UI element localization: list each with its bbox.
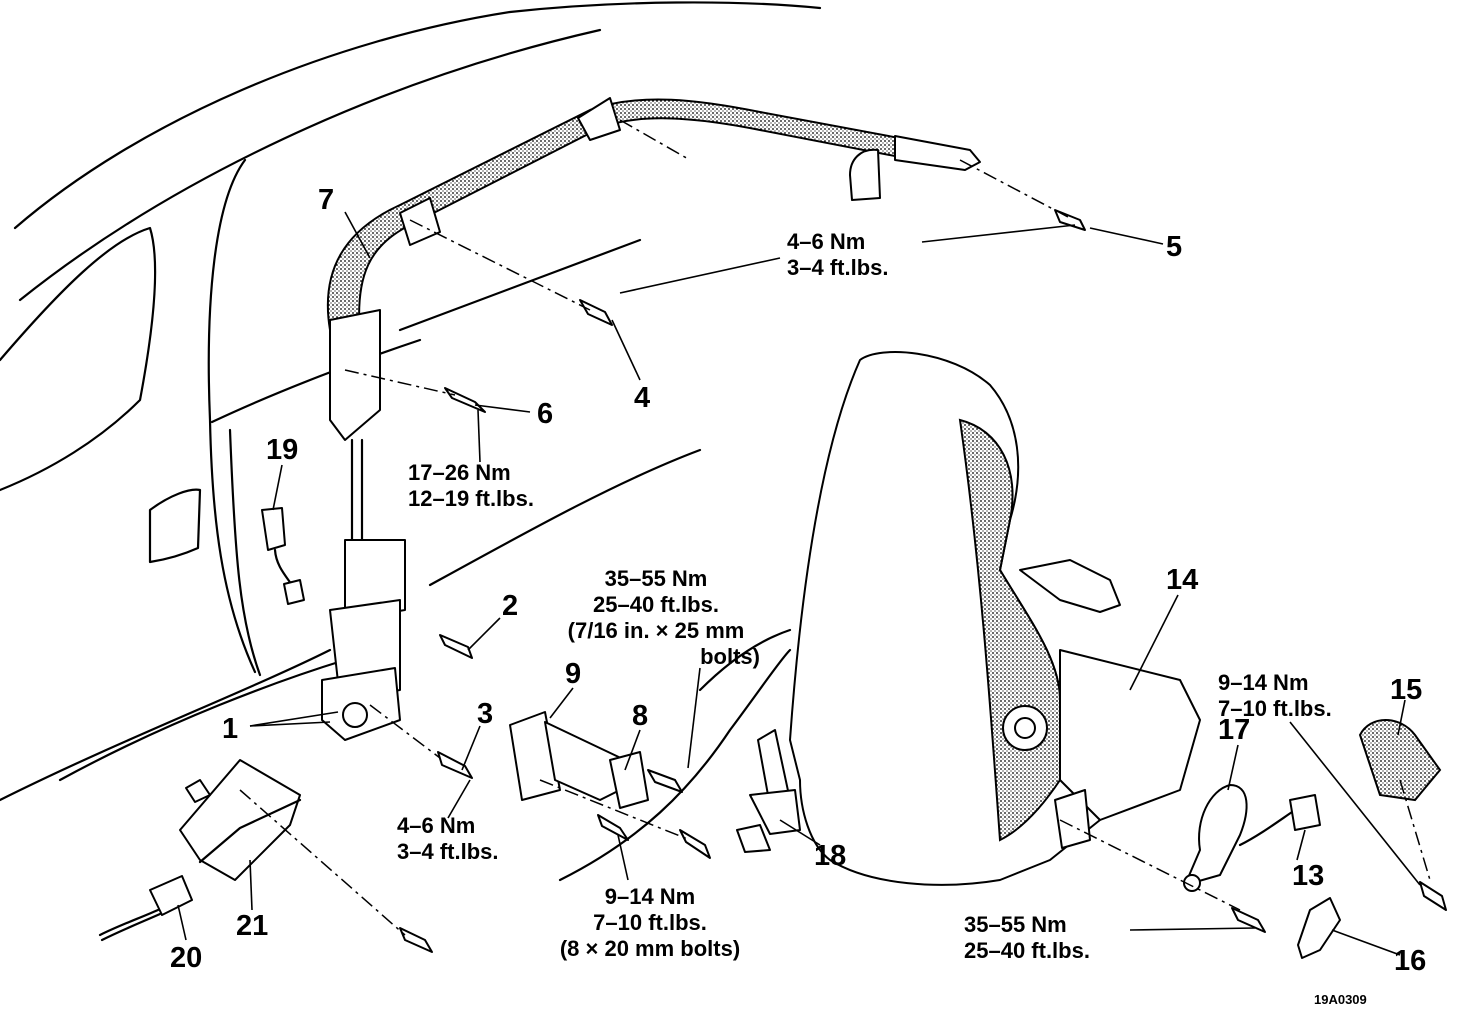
callout-16: 16 (1394, 945, 1427, 977)
bracket-18 (736, 729, 801, 853)
callout-18: 18 (814, 840, 847, 872)
torque-nm: 17–26 Nm (408, 460, 511, 485)
callout-4: 4 (634, 382, 651, 414)
callout-3: 3 (477, 698, 494, 730)
seat-14 (789, 351, 1201, 886)
callout-5: 5 (1166, 231, 1183, 263)
bolt-size: (7/16 in. × 25 mm (567, 618, 745, 643)
callout-21: 21 (236, 910, 269, 942)
callout-19: 19 (266, 434, 299, 466)
callout-20: 20 (170, 942, 203, 974)
alignment-lines (239, 119, 1431, 936)
torque-nm: 4–6 Nm (397, 813, 476, 838)
torque-spec-bolt8-upper: 35–55 Nm 25–40 ft.lbs. (7/16 in. × 25 mm… (546, 566, 766, 670)
figure-id: 19A0309 (1314, 992, 1367, 1007)
callout-9: 9 (565, 658, 582, 690)
callout-13: 13 (1292, 860, 1325, 892)
anchor-bracket-9-8 (509, 711, 649, 809)
torque-spec-bolt5: 4–6 Nm 3–4 ft.lbs. (787, 229, 888, 281)
torque-nm: 9–14 Nm (1218, 670, 1309, 695)
torque-nm: 35–55 Nm (964, 912, 1067, 937)
callout-15: 15 (1390, 674, 1423, 706)
car-body-outline (0, 1, 822, 882)
bolt-note: bolts) (700, 644, 760, 669)
torque-spec-bolt17: 35–55 Nm 25–40 ft.lbs. (964, 912, 1090, 964)
leader-lines (177, 211, 1421, 956)
callout-2: 2 (502, 590, 519, 622)
bolts (399, 209, 1447, 953)
buckle-17 (1183, 784, 1321, 892)
torque-ftlbs: 3–4 ft.lbs. (787, 255, 889, 280)
torque-spec-bolt8-lower: 9–14 Nm 7–10 ft.lbs. (8 × 20 mm bolts) (540, 884, 760, 962)
torque-nm: 9–14 Nm (604, 884, 696, 909)
callout-1: 1 (222, 713, 239, 745)
torque-nm: 4–6 Nm (787, 229, 866, 254)
torque-spec-bolt15: 9–14 Nm 7–10 ft.lbs. (1218, 670, 1332, 722)
torque-ftlbs: 3–4 ft.lbs. (397, 839, 499, 864)
connector-20 (98, 875, 193, 942)
callout-7: 7 (318, 184, 335, 216)
belt-guide-rail (326, 97, 981, 337)
harness-19 (261, 507, 305, 605)
callout-14: 14 (1166, 564, 1199, 596)
torque-spec-bolt3: 4–6 Nm 3–4 ft.lbs. (397, 813, 498, 865)
retractor-assembly (321, 309, 406, 741)
torque-ftlbs: 25–40 ft.lbs. (593, 592, 719, 617)
callout-17: 17 (1218, 714, 1251, 746)
torque-nm: 35–55 Nm (604, 566, 708, 591)
torque-ftlbs: 7–10 ft.lbs. (1218, 696, 1332, 721)
bracket-16 (1297, 897, 1341, 959)
bracket-15 (1358, 719, 1442, 802)
callout-8: 8 (632, 700, 649, 732)
torque-spec-bolt6: 17–26 Nm 12–19 ft.lbs. (408, 460, 534, 512)
callout-6: 6 (537, 398, 554, 430)
bolt-size: (8 × 20 mm bolts) (559, 936, 741, 961)
torque-ftlbs: 25–40 ft.lbs. (964, 938, 1090, 963)
torque-ftlbs: 12–19 ft.lbs. (408, 486, 534, 511)
torque-ftlbs: 7–10 ft.lbs. (593, 910, 707, 935)
control-unit-21 (179, 759, 302, 881)
